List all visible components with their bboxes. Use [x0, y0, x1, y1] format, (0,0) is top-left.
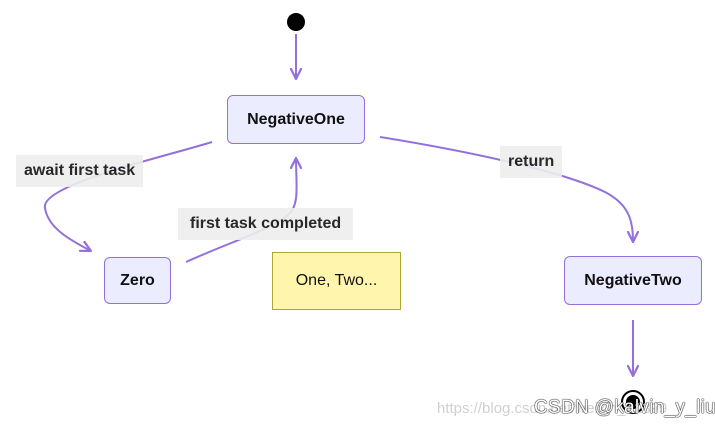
- end-node: [621, 390, 645, 414]
- transition-label-first-task-completed: first task completed: [178, 208, 354, 240]
- state-zero[interactable]: Zero: [104, 257, 171, 304]
- start-node: [287, 13, 305, 31]
- state-negative-two-label: NegativeTwo: [584, 271, 682, 289]
- state-zero-label: Zero: [120, 271, 155, 289]
- edge-negative-one-to-zero: [43, 141, 213, 251]
- transition-label-await-first-task: await first task: [16, 155, 144, 187]
- state-negative-one-label: NegativeOne: [247, 110, 345, 128]
- transition-label-return: return: [500, 146, 563, 178]
- note-text: One, Two...: [295, 272, 378, 289]
- state-negative-two[interactable]: NegativeTwo: [564, 256, 702, 305]
- watermark-url: https://blog.csdn.net/weixin_41399: [437, 400, 668, 417]
- note: One, Two...: [272, 252, 401, 310]
- state-negative-one[interactable]: NegativeOne: [227, 95, 365, 144]
- watermark-credit: CSDN @kalvin_y_liu: [534, 397, 715, 418]
- edge-negative-one-to-negative-two: [379, 136, 633, 242]
